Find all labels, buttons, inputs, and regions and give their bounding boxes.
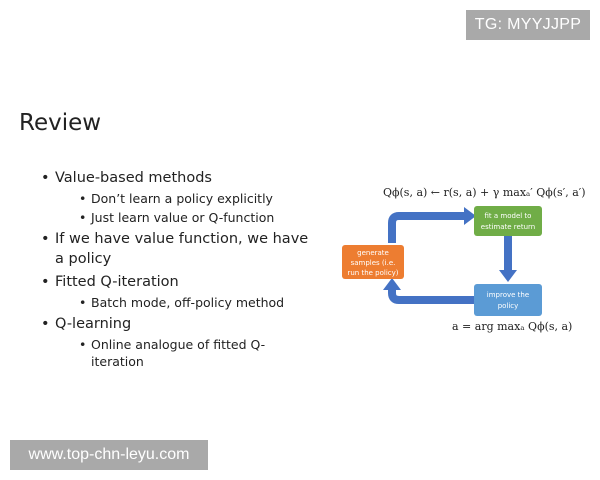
sub-bullet-list: Batch mode, off-policy method: [55, 294, 310, 311]
bullet-text: Value-based methods: [55, 170, 212, 186]
box-improve-line-2: policy: [498, 302, 519, 310]
box-fit-line-2: estimate return: [481, 223, 535, 231]
sub-bullet-list: Online analogue of fitted Q-iteration: [55, 336, 310, 370]
bullet-list: Value-based methods Don’t learn a policy…: [40, 165, 310, 370]
bullet-q-learning: Q-learning Online analogue of fitted Q-i…: [40, 314, 310, 370]
q-update-formula: Qϕ(s, a) ← r(s, a) + γ maxₐ′ Qϕ(s′, a′): [383, 186, 586, 199]
arrow-generate-to-fit: [388, 212, 464, 243]
argmax-policy-formula: a = arg maxₐ Qϕ(s, a): [452, 320, 573, 333]
rl-loop-diagram: generate samples (i.e. run the policy) f…: [330, 178, 590, 348]
arrow-head-to-improve: [499, 270, 517, 282]
sub-bullet: Don’t learn a policy explicitly: [55, 190, 310, 207]
slide-title: Review: [19, 110, 102, 136]
arrow-head-to-fit: [464, 207, 476, 225]
box-fit-model: [474, 206, 542, 236]
box-improve-line-1: improve the: [487, 291, 529, 299]
bullet-fitted-q: Fitted Q-iteration Batch mode, off-polic…: [40, 272, 310, 311]
box-generate-line-1: generate: [357, 249, 389, 257]
sub-bullet-list: Don’t learn a policy explicitly Just lea…: [55, 190, 310, 226]
watermark-url: www.top-chn-leyu.com: [10, 440, 208, 470]
bullet-value-function: If we have value function, we have a pol…: [40, 229, 310, 269]
bullet-text: Fitted Q-iteration: [55, 274, 179, 290]
sub-bullet: Just learn value or Q-function: [55, 209, 310, 226]
box-generate-samples: [342, 245, 404, 279]
bullet-text: Q-learning: [55, 316, 132, 332]
box-fit-line-1: fit a model to: [485, 212, 532, 220]
box-generate-line-3: run the policy): [347, 269, 398, 277]
arrow-head-to-generate: [383, 278, 401, 290]
bullet-value-based: Value-based methods Don’t learn a policy…: [40, 168, 310, 226]
bullet-text: If we have value function, we have a pol…: [55, 231, 309, 267]
rl-loop-svg: generate samples (i.e. run the policy) f…: [342, 206, 542, 316]
sub-bullet: Batch mode, off-policy method: [55, 294, 310, 311]
sub-bullet: Online analogue of fitted Q-iteration: [55, 336, 310, 370]
tg-badge: TG: MYYJJPP: [466, 10, 590, 40]
box-generate-line-2: samples (i.e.: [351, 259, 396, 267]
box-improve-policy: [474, 284, 542, 316]
arrow-improve-to-generate: [388, 288, 474, 304]
